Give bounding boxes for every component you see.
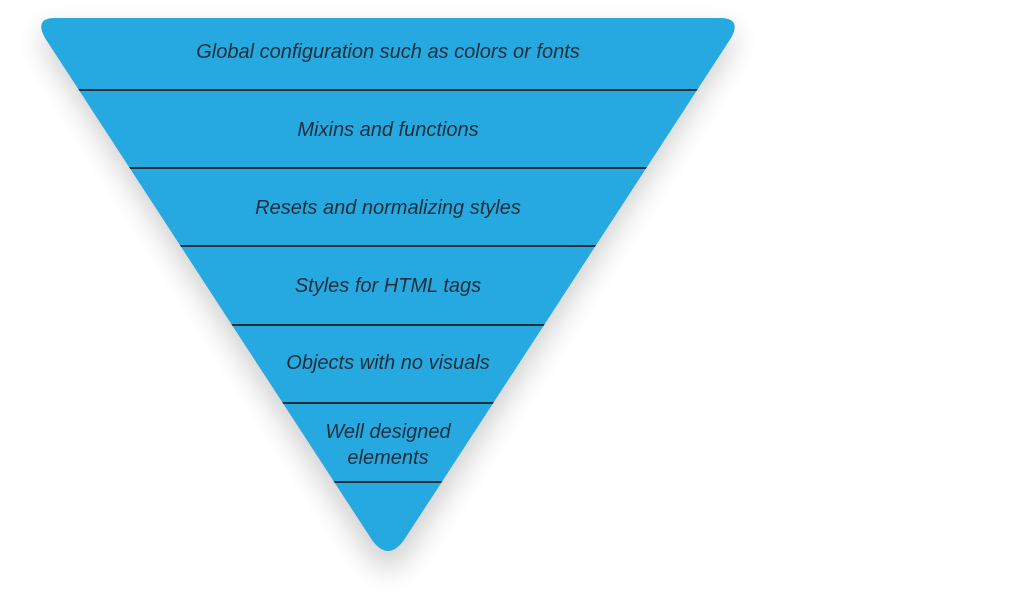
pyramid-shape [41, 18, 735, 551]
layer-label-tools: Mixins and functions [297, 119, 479, 141]
layer-label-components: Well designed elements [325, 421, 451, 469]
layer-label-elements: Styles for HTML tags [294, 275, 482, 297]
layer-label-objects: Objects with no visuals [286, 352, 490, 374]
layer-label-generic: Resets and normalizing styles [255, 197, 521, 219]
layer-label-settings: Global configuration such as colors or f… [196, 41, 580, 63]
